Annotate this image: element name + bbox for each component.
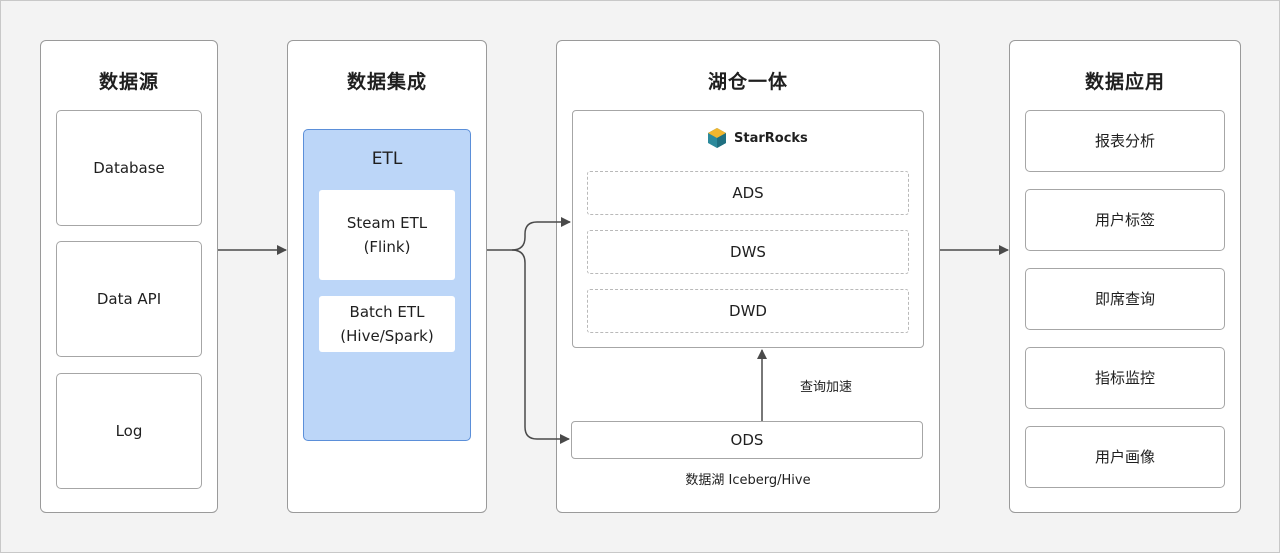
layer-dws-label: DWS (730, 243, 766, 261)
layer-dwd: DWD (587, 289, 909, 333)
app-user-profile-label: 用户画像 (1094, 448, 1155, 466)
panel-title-data-apps: 数据应用 (1084, 71, 1165, 93)
query-acceleration-label: 查询加速 (800, 380, 853, 395)
starrocks-name: StarRocks (734, 130, 808, 146)
arrow-integration-to-starrocks (487, 217, 571, 251)
source-data-api-label: Data API (96, 290, 162, 308)
source-data-api: Data API (56, 241, 202, 357)
panel-title-data-sources: 数据源 (98, 71, 159, 93)
panel-title-data-integration: 数据集成 (346, 71, 427, 93)
etl-title: ETL (371, 149, 403, 169)
app-user-profile: 用户画像 (1025, 426, 1225, 488)
etl-batch-line2: (Hive/Spark) (340, 327, 434, 345)
etl-stream-line1: Steam ETL (346, 214, 428, 232)
layer-ads: ADS (587, 171, 909, 215)
layer-ods-label: ODS (730, 431, 764, 449)
data-lake-label: 数据湖 Iceberg/Hive (685, 473, 811, 488)
source-log: Log (56, 373, 202, 489)
etl-batch: Batch ETL (Hive/Spark) (319, 296, 455, 352)
panel-title-lakehouse: 湖仓一体 (707, 71, 788, 93)
etl-batch-line1: Batch ETL (349, 303, 425, 321)
arrow-integration-to-ods (511, 249, 570, 444)
etl-stream-line2: (Flink) (363, 238, 411, 256)
starrocks-brand: StarRocks (706, 126, 808, 150)
source-database: Database (56, 110, 202, 226)
etl-stream: Steam ETL (Flink) (319, 190, 455, 280)
app-metric-monitoring: 指标监控 (1025, 347, 1225, 409)
app-user-tags-label: 用户标签 (1094, 211, 1155, 229)
app-adhoc-query: 即席查询 (1025, 268, 1225, 330)
starrocks-logo-icon (708, 128, 726, 148)
source-log-label: Log (115, 422, 143, 440)
layer-dwd-label: DWD (729, 302, 767, 320)
app-user-tags: 用户标签 (1025, 189, 1225, 251)
app-metric-monitoring-label: 指标监控 (1094, 369, 1155, 387)
app-adhoc-query-label: 即席查询 (1094, 290, 1155, 308)
layer-ods: ODS (571, 421, 923, 459)
layer-ads-label: ADS (732, 184, 764, 202)
app-report-analysis-label: 报表分析 (1094, 132, 1155, 150)
app-report-analysis: 报表分析 (1025, 110, 1225, 172)
etl-group (303, 129, 471, 441)
source-database-label: Database (93, 159, 165, 177)
layer-dws: DWS (587, 230, 909, 274)
